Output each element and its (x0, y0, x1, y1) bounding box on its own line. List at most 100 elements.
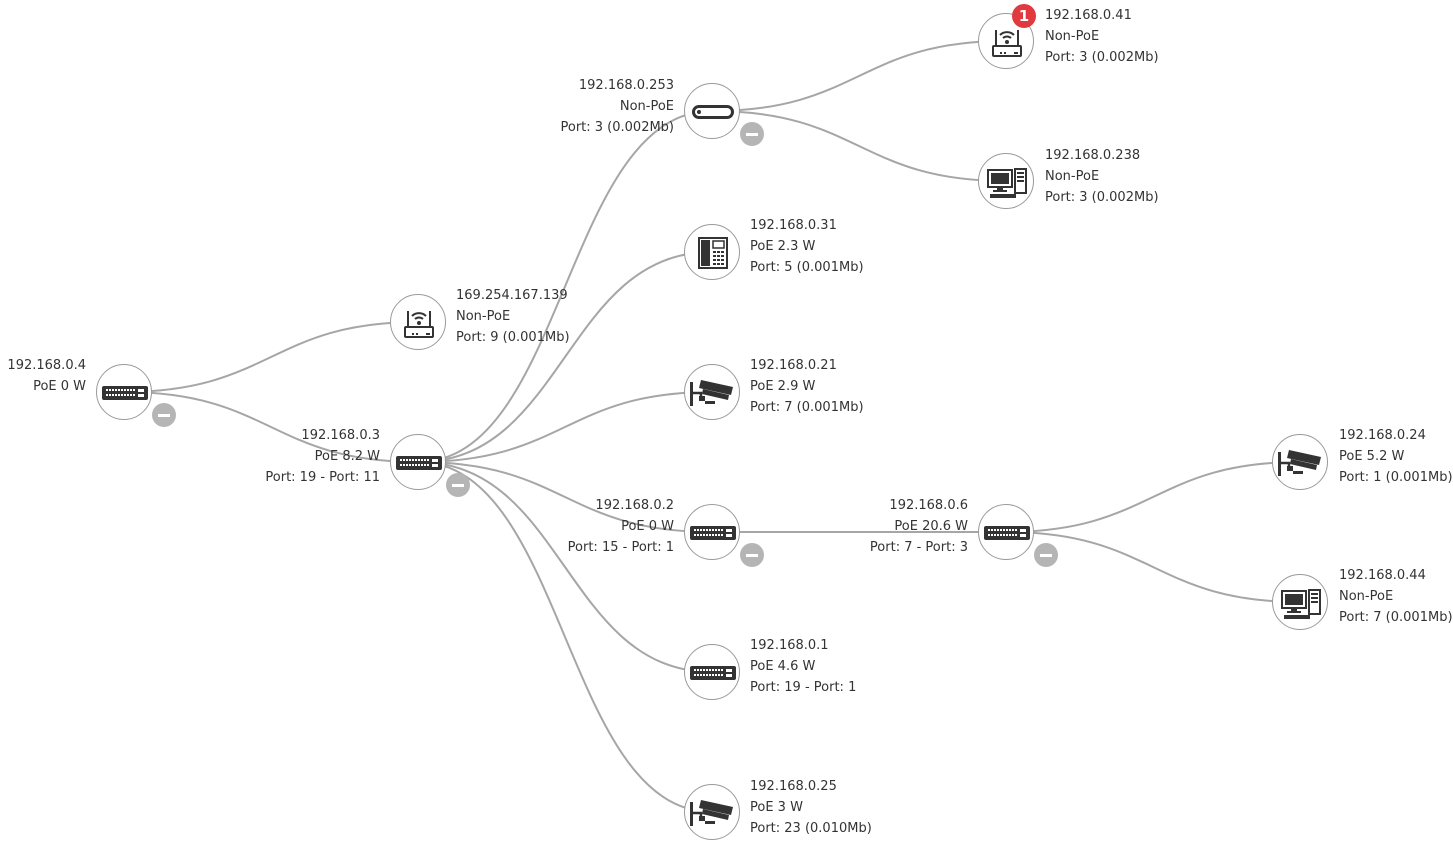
camera-node-cam24[interactable] (1272, 434, 1328, 490)
node-ip: 192.168.0.2 (595, 498, 674, 513)
node-ip: 192.168.0.238 (1045, 148, 1141, 163)
wireless-router-icon (391, 295, 447, 351)
node-poe: PoE 4.6 W (750, 659, 816, 674)
switch-icon (97, 365, 153, 421)
node-label-r253: 192.168.0.253 Non-PoE Port: 3 (0.002Mb) (560, 75, 674, 138)
switch-node-sw3[interactable] (390, 434, 446, 490)
link-root-ap1 (123, 321, 419, 393)
collapse-button-sw3[interactable] (446, 473, 470, 497)
node-label-ap41: 192.168.0.41 Non-PoE Port: 3 (0.002Mb) (1045, 5, 1159, 68)
collapse-button-sw6[interactable] (1034, 543, 1058, 567)
link-root-sw3 (123, 391, 419, 463)
node-port: Port: 3 (0.002Mb) (1045, 50, 1159, 65)
node-label-sw2: 192.168.0.2 PoE 0 W Port: 15 - Port: 1 (568, 495, 674, 558)
node-port: Port: 7 - Port: 3 (869, 540, 968, 555)
node-port: Port: 7 (0.001Mb) (1339, 610, 1453, 625)
node-ip: 192.168.0.1 (750, 638, 829, 653)
node-poe: PoE 2.9 W (750, 379, 816, 394)
node-label-cam24: 192.168.0.24 PoE 5.2 W Port: 1 (0.001Mb) (1339, 425, 1453, 488)
link-r253-ap41 (711, 40, 1007, 112)
node-port: Port: 23 (0.010Mb) (750, 821, 872, 836)
node-ip: 192.168.0.21 (750, 358, 837, 373)
switch-node-root[interactable] (96, 364, 152, 420)
node-ip: 192.168.0.6 (889, 498, 968, 513)
camera-node-cam21[interactable] (684, 364, 740, 420)
desktop-node-pc238[interactable] (978, 153, 1034, 209)
node-port: Port: 5 (0.001Mb) (750, 260, 864, 275)
node-label-sw3: 192.168.0.3 PoE 8.2 W Port: 19 - Port: 1… (265, 425, 380, 488)
node-ip: 192.168.0.31 (750, 218, 837, 233)
switch-icon (685, 505, 741, 561)
link-sw3-cam25 (417, 461, 713, 813)
node-label-pc44: 192.168.0.44 Non-PoE Port: 7 (0.001Mb) (1339, 565, 1453, 628)
node-label-sw6: 192.168.0.6 PoE 20.6 W Port: 7 - Port: 3 (870, 495, 968, 558)
node-label-sw1: 192.168.0.1 PoE 4.6 W Port: 19 - Port: 1 (750, 635, 856, 698)
node-poe: Non-PoE (619, 99, 674, 114)
router-icon (685, 84, 741, 140)
node-ip: 192.168.0.3 (301, 428, 380, 443)
node-poe: PoE 0 W (621, 519, 674, 534)
ip-camera-icon (685, 365, 741, 421)
link-sw3-sw1 (417, 461, 713, 673)
node-port: Port: 1 (0.001Mb) (1339, 470, 1453, 485)
node-ip: 169.254.167.139 (456, 288, 568, 303)
node-ip: 192.168.0.24 (1339, 428, 1426, 443)
desktop-computer-icon (1273, 575, 1329, 631)
link-sw6-pc44 (1005, 531, 1301, 603)
ip-camera-icon (685, 785, 741, 841)
switch-node-sw1[interactable] (684, 644, 740, 700)
switch-node-sw2[interactable] (684, 504, 740, 560)
wireless-router-node-ap1[interactable] (390, 294, 446, 350)
node-label-ph31: 192.168.0.31 PoE 2.3 W Port: 5 (0.001Mb) (750, 215, 864, 278)
collapse-button-sw2[interactable] (740, 543, 764, 567)
node-port: Port: 7 (0.001Mb) (750, 400, 864, 415)
router-node-r253[interactable] (684, 83, 740, 139)
node-poe: Non-PoE (1045, 169, 1100, 184)
node-poe: PoE 3 W (750, 800, 803, 815)
link-sw3-cam21 (417, 391, 713, 463)
node-poe: PoE 8.2 W (314, 449, 380, 464)
node-label-ap1: 169.254.167.139 Non-PoE Port: 9 (0.001Mb… (456, 285, 570, 348)
node-ip: 192.168.0.41 (1045, 8, 1132, 23)
node-label-pc238: 192.168.0.238 Non-PoE Port: 3 (0.002Mb) (1045, 145, 1159, 208)
collapse-button-root[interactable] (152, 403, 176, 427)
node-poe: PoE 20.6 W (894, 519, 968, 534)
desktop-node-pc44[interactable] (1272, 574, 1328, 630)
switch-icon (979, 505, 1035, 561)
node-poe: Non-PoE (456, 309, 511, 324)
link-sw3-ph31 (417, 251, 713, 463)
camera-node-cam25[interactable] (684, 784, 740, 840)
node-label-root: 192.168.0.4 PoE 0 W (7, 355, 86, 397)
node-ip: 192.168.0.44 (1339, 568, 1426, 583)
node-port: Port: 19 - Port: 1 (750, 680, 857, 695)
switch-icon (685, 645, 741, 701)
switch-icon (391, 435, 447, 491)
phone-node-ph31[interactable] (684, 224, 740, 280)
alert-badge[interactable]: 1 (1012, 4, 1036, 28)
switch-node-sw6[interactable] (978, 504, 1034, 560)
collapse-button-r253[interactable] (740, 122, 764, 146)
node-port: Port: 19 - Port: 11 (265, 470, 380, 485)
node-poe: PoE 0 W (33, 379, 86, 394)
node-ip: 192.168.0.4 (7, 358, 86, 373)
node-label-cam21: 192.168.0.21 PoE 2.9 W Port: 7 (0.001Mb) (750, 355, 864, 418)
node-ip: 192.168.0.25 (750, 779, 837, 794)
link-sw3-sw2 (417, 461, 713, 533)
ip-phone-icon (685, 225, 741, 281)
link-r253-pc238 (711, 110, 1007, 182)
link-sw6-cam24 (1005, 461, 1301, 533)
node-ip: 192.168.0.253 (578, 78, 674, 93)
node-poe: PoE 5.2 W (1339, 449, 1405, 464)
node-poe: Non-PoE (1339, 589, 1394, 604)
node-label-cam25: 192.168.0.25 PoE 3 W Port: 23 (0.010Mb) (750, 776, 872, 839)
node-port: Port: 9 (0.001Mb) (456, 330, 570, 345)
node-poe: PoE 2.3 W (750, 239, 816, 254)
link-sw3-r253 (417, 110, 713, 463)
desktop-computer-icon (979, 154, 1035, 210)
node-port: Port: 15 - Port: 1 (567, 540, 674, 555)
node-port: Port: 3 (0.002Mb) (560, 120, 674, 135)
ip-camera-icon (1273, 435, 1329, 491)
node-port: Port: 3 (0.002Mb) (1045, 190, 1159, 205)
